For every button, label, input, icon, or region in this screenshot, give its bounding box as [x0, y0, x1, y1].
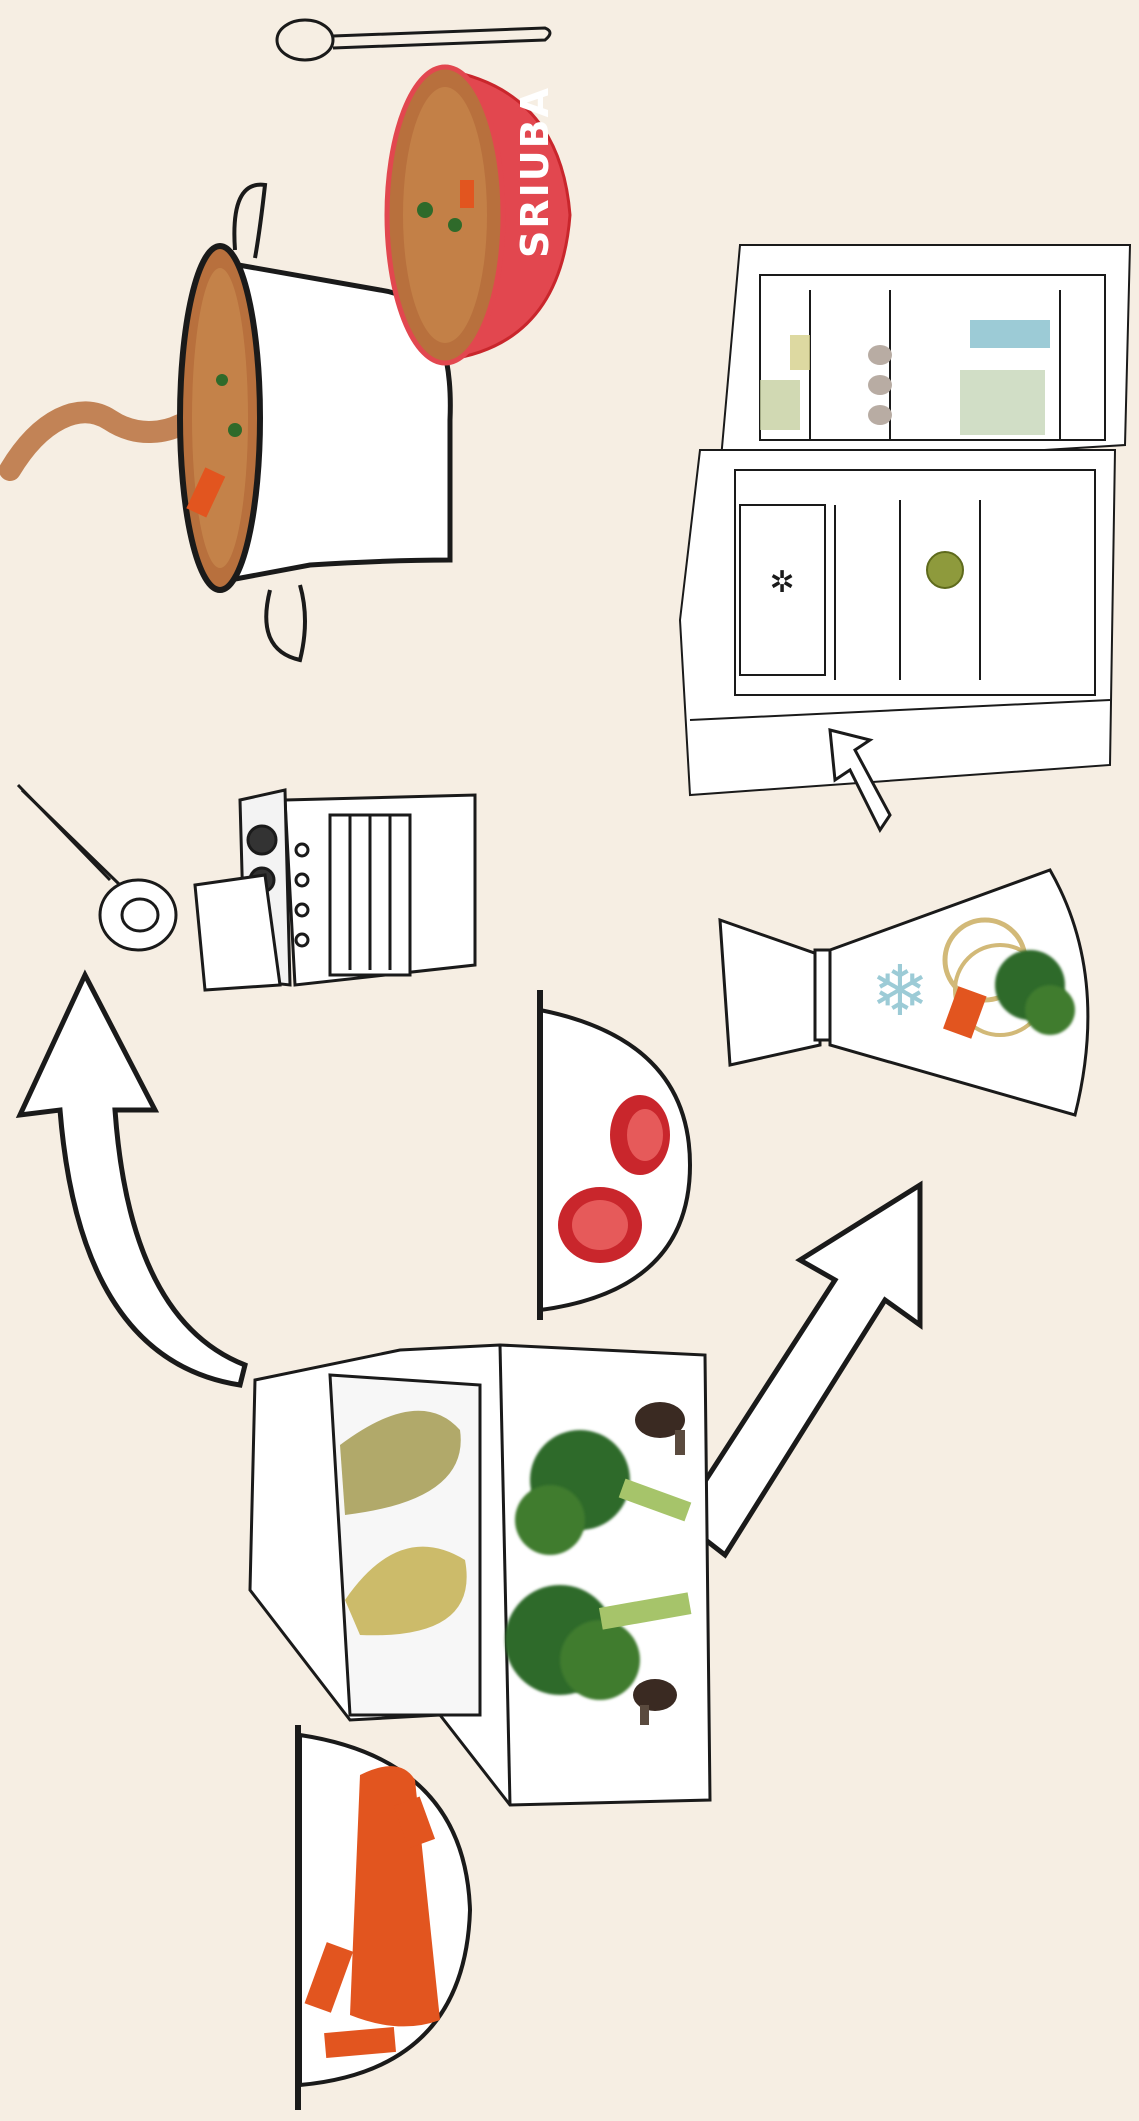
vegetable-box-icon: [250, 1345, 710, 1805]
fridge-icon: ✲: [680, 245, 1130, 795]
stove-icon: [195, 790, 475, 990]
spoon-icon: [277, 20, 550, 60]
tomato-icon: [610, 1095, 670, 1175]
steam-icon: [10, 412, 180, 470]
snowflake-icon: ❄: [871, 952, 930, 1030]
bowl-label: SRIUBA: [513, 86, 557, 258]
freezer-bag-icon: ❄: [720, 870, 1088, 1115]
ladle-icon: [18, 785, 176, 950]
snowflake-icon: ✲: [769, 566, 794, 599]
cutting-board-icon: [298, 1725, 470, 2110]
cutting-board-icon: [540, 990, 690, 1320]
tomato-icon: [558, 1187, 642, 1263]
arrow-icon: [680, 1185, 920, 1555]
soup-bowl-icon: SRIUBA: [387, 67, 570, 363]
arrow-icon: [20, 975, 245, 1385]
